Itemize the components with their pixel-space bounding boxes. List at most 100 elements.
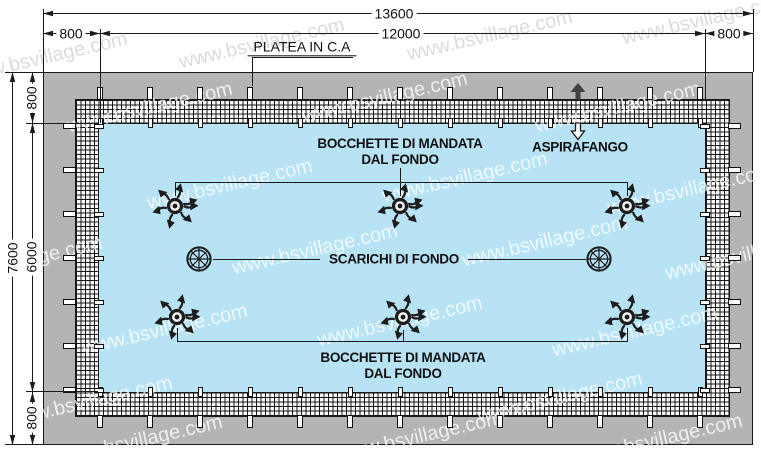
border-tick <box>598 387 603 397</box>
border-tick <box>728 387 741 393</box>
floor-drain-icon <box>586 246 612 272</box>
dim-left-top: 800 <box>23 83 40 113</box>
border-tick <box>498 118 503 128</box>
border-tick <box>728 299 741 305</box>
border-tick <box>94 168 104 173</box>
dim-top-left: 800 <box>56 25 86 42</box>
border-tick <box>497 415 503 428</box>
border-tick <box>728 123 741 129</box>
dim-top-total: 13600 <box>371 5 417 22</box>
border-tick <box>198 118 203 128</box>
border-tick <box>94 256 104 261</box>
border-tick <box>63 387 76 393</box>
border-tick <box>298 118 303 128</box>
dim-left-mid: 6000 <box>23 238 40 276</box>
border-tick <box>548 387 553 397</box>
border-tick <box>347 87 353 100</box>
border-tick <box>447 87 453 100</box>
label-inlets-bottom-line1: BOCCHETTE DI MANDATA <box>320 350 486 365</box>
border-tick <box>728 167 741 173</box>
border-tick <box>700 124 710 129</box>
border-tick <box>547 87 553 100</box>
border-tick <box>94 124 104 129</box>
dim-top-right: 800 <box>714 25 744 42</box>
border-tick <box>700 168 710 173</box>
border-tick <box>297 87 303 100</box>
border-tick <box>700 300 710 305</box>
border-tick <box>63 255 76 261</box>
dim-top-mid: 12000 <box>378 25 424 42</box>
label-aspirafango: ASPIRAFANGO <box>532 139 628 155</box>
border-tick <box>63 343 76 349</box>
border-tick <box>248 387 253 397</box>
border-tick <box>448 118 453 128</box>
border-tick <box>547 415 553 428</box>
border-tick <box>347 415 353 428</box>
border-tick <box>147 415 153 428</box>
border-tick <box>728 343 741 349</box>
border-tick <box>700 256 710 261</box>
border-tick <box>397 415 403 428</box>
border-tick <box>498 387 503 397</box>
border-tick <box>548 118 553 128</box>
border-tick <box>700 388 710 393</box>
label-drains: SCARICHI DI FONDO <box>329 251 459 267</box>
border-tick <box>63 167 76 173</box>
border-tick <box>398 387 403 397</box>
border-tick <box>648 387 653 397</box>
border-tick <box>647 415 653 428</box>
label-inlets-top-line1: BOCCHETTE DI MANDATA <box>317 136 483 151</box>
inlet-jet-icon <box>151 182 199 230</box>
border-tick <box>598 118 603 128</box>
label-inlets-top: BOCCHETTE DI MANDATA DAL FONDO <box>317 136 483 168</box>
border-tick <box>63 299 76 305</box>
border-tick <box>497 87 503 100</box>
label-inlets-bottom-line2: DAL FONDO <box>364 366 442 381</box>
border-tick <box>448 387 453 397</box>
floor-drain-icon <box>186 246 212 272</box>
border-tick <box>247 87 253 100</box>
vacuum-up-arrow-icon <box>570 83 586 100</box>
border-tick <box>94 344 104 349</box>
border-tick <box>94 212 104 217</box>
border-tick <box>648 118 653 128</box>
inlet-jet-icon <box>153 293 201 341</box>
border-tick <box>94 300 104 305</box>
border-tick <box>447 415 453 428</box>
inlet-jet-icon <box>603 293 651 341</box>
border-tick <box>197 415 203 428</box>
border-tick <box>348 118 353 128</box>
border-tick <box>148 118 153 128</box>
border-tick <box>647 87 653 100</box>
border-tick <box>597 87 603 100</box>
border-tick <box>63 211 76 217</box>
border-tick <box>147 87 153 100</box>
label-platea: PLATEA IN C.A <box>247 38 357 57</box>
border-tick <box>148 387 153 397</box>
border-tick <box>728 211 741 217</box>
dim-left-total: 7600 <box>4 239 21 277</box>
border-tick <box>697 87 703 100</box>
label-inlets-bottom: BOCCHETTE DI MANDATA DAL FONDO <box>320 350 486 382</box>
border-tick <box>700 344 710 349</box>
label-inlets-top-line2: DAL FONDO <box>361 152 439 167</box>
inlet-jet-icon <box>376 182 424 230</box>
border-tick <box>398 118 403 128</box>
inlet-jet-icon <box>603 182 651 230</box>
border-tick <box>697 415 703 428</box>
border-tick <box>247 415 253 428</box>
border-tick <box>728 255 741 261</box>
border-tick <box>298 387 303 397</box>
dim-left-bottom: 800 <box>23 403 40 433</box>
border-tick <box>197 87 203 100</box>
border-tick <box>198 387 203 397</box>
border-tick <box>348 387 353 397</box>
inlet-jet-icon <box>379 293 427 341</box>
border-tick <box>597 415 603 428</box>
border-tick <box>397 87 403 100</box>
border-tick <box>94 388 104 393</box>
border-tick <box>97 415 103 428</box>
border-tick <box>297 415 303 428</box>
border-tick <box>248 118 253 128</box>
